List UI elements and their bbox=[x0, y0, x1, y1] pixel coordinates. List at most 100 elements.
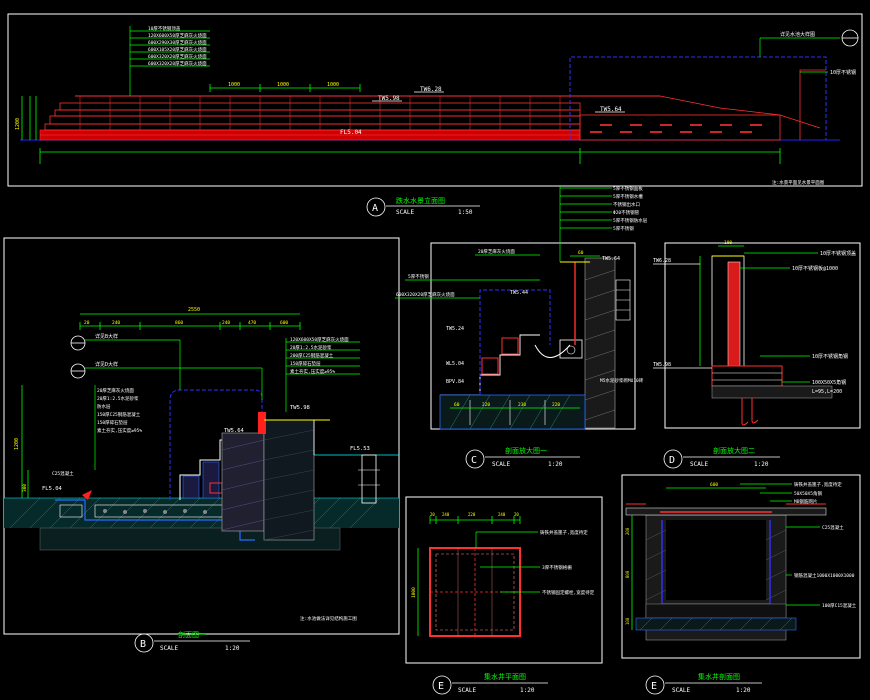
drawing-b-section: 2550 20 240 860 240 470 600 1200 300 详见B… bbox=[3, 237, 400, 653]
svg-text:1:50: 1:50 bbox=[458, 209, 473, 216]
drawing-d-bubble bbox=[663, 449, 683, 469]
b-callout-1: 详见B大样 bbox=[95, 333, 118, 340]
svg-text:150厚碎石垫层: 150厚碎石垫层 bbox=[97, 419, 128, 426]
a-dim-3: 1000 bbox=[327, 82, 339, 88]
drawing-a-bubble bbox=[366, 197, 386, 217]
svg-text:20厚1:2.5水泥砂浆: 20厚1:2.5水泥砂浆 bbox=[290, 344, 332, 351]
svg-text:20厚1:2.5水泥砂浆: 20厚1:2.5水泥砂浆 bbox=[97, 395, 139, 402]
brick-joints bbox=[79, 96, 561, 130]
wall-course-4 bbox=[54, 109, 581, 117]
b-level-3: FL5.53 bbox=[350, 446, 370, 452]
svg-text:1:20: 1:20 bbox=[736, 687, 751, 694]
sloped-coping bbox=[659, 95, 821, 129]
svg-text:1:20: 1:20 bbox=[548, 461, 563, 468]
c-level-3: TW5.24 bbox=[446, 326, 464, 332]
b-left-notes: 20厚芝麻灰火烧面 20厚1:2.5水泥砂浆 防水层 150厚C25钢筋混凝土 … bbox=[97, 387, 142, 434]
right-panel-edge bbox=[799, 69, 826, 140]
drawing-d-letter: D bbox=[669, 455, 675, 466]
c-left-note-2: 5厚不锈钢 bbox=[408, 273, 429, 280]
svg-text:L=95,L=200: L=95,L=200 bbox=[812, 389, 842, 395]
main-retaining-wall bbox=[221, 432, 265, 532]
svg-text:20: 20 bbox=[514, 512, 519, 517]
drawing-b-letter: B bbox=[140, 639, 146, 650]
a-dim-2: 1000 bbox=[277, 82, 289, 88]
svg-text:素土夯实,压实度≥95%: 素土夯实,压实度≥95% bbox=[97, 427, 142, 434]
wall-hatch bbox=[221, 439, 265, 531]
b-sub-dims: 20 240 860 240 470 600 bbox=[79, 320, 301, 330]
svg-text:SCALE: SCALE bbox=[690, 461, 708, 468]
drawing-a-letter: A bbox=[372, 203, 378, 214]
c-level-5: BPV.84 bbox=[446, 379, 464, 385]
svg-text:150厚C25钢筋混凝土: 150厚C25钢筋混凝土 bbox=[97, 411, 141, 418]
drawing-c-detail: 60 220 230 220 60 TW5.64 TW5.44 TW5.24 W… bbox=[395, 185, 648, 469]
svg-text:1000: 1000 bbox=[411, 587, 417, 598]
svg-text:SCALE: SCALE bbox=[458, 687, 476, 694]
e2-notes: 铸铁井盖篦子,宽度待定 50X50X5角钢 MB钢筋网片 C25混凝土 钢筋混凝… bbox=[740, 481, 857, 609]
b-top-dim: 2550 bbox=[188, 307, 200, 313]
drawing-d-detail: 100 TW6.28 TW5.98 10厚不锈钢顶盖 10厚不锈钢板@1000 … bbox=[653, 240, 861, 469]
drawing-b-bubble bbox=[134, 633, 154, 653]
drawing-e2-frame bbox=[621, 474, 861, 659]
rear-wall-block bbox=[263, 419, 315, 541]
svg-text:220: 220 bbox=[482, 402, 490, 408]
left-water-jet bbox=[82, 490, 92, 500]
drawing-b-title: 剖面图一 bbox=[178, 630, 206, 639]
svg-text:5厚不锈钢防水层: 5厚不锈钢防水层 bbox=[613, 217, 648, 224]
svg-text:200: 200 bbox=[625, 527, 630, 535]
right-wall-bricks bbox=[590, 124, 762, 133]
drawing-d-title: 剖面放大图二 bbox=[713, 446, 755, 455]
stainless-coping bbox=[258, 412, 266, 434]
svg-text:SCALE: SCALE bbox=[672, 687, 690, 694]
drawing-c-letter: C bbox=[471, 455, 477, 466]
svg-text:50X50X5角钢: 50X50X5角钢 bbox=[794, 490, 822, 497]
soil-base bbox=[4, 498, 399, 528]
e2-sump-cavity bbox=[666, 520, 766, 600]
svg-text:素土夯实,压实度≥95%: 素土夯实,压实度≥95% bbox=[290, 368, 335, 375]
drawing-e1-frame bbox=[405, 496, 603, 664]
c-top-notes: 5厚不锈钢面板 5厚不锈钢水槽 不锈钢出水口 Φ20不锈钢管 5厚不锈钢防水层 … bbox=[560, 185, 648, 232]
svg-text:不锈钢出水口: 不锈钢出水口 bbox=[613, 201, 640, 208]
svg-text:600X105X20厚芝麻灰火烧面: 600X105X20厚芝麻灰火烧面 bbox=[148, 46, 207, 53]
b-right-notes: 120X600X50厚芝麻灰火烧面 20厚1:2.5水泥砂浆 200厚C25钢筋… bbox=[286, 336, 360, 375]
e1-notes: 铸铁井盖篦子,宽度待定 3厚不锈钢格栅 不锈钢固定螺栓,宽度待定 bbox=[475, 529, 595, 596]
c-level-4: WL5.04 bbox=[446, 361, 464, 367]
svg-text:240: 240 bbox=[112, 320, 120, 326]
d-anchor-bolts bbox=[741, 398, 759, 426]
svg-text:220: 220 bbox=[552, 402, 560, 408]
a-level-2: TW6.28 bbox=[420, 86, 442, 93]
pier-column bbox=[361, 454, 377, 504]
a-detail-tag: 详见水池大样图 bbox=[780, 31, 815, 38]
a-right-note: 10厚不锈钢 bbox=[830, 69, 856, 76]
d-level-2: TW5.98 bbox=[653, 362, 671, 368]
c-level-2: TW5.44 bbox=[510, 290, 528, 296]
water-curtain-outline bbox=[169, 389, 263, 500]
svg-text:120X600X50厚芝麻灰火烧面: 120X600X50厚芝麻灰火烧面 bbox=[148, 32, 207, 39]
svg-text:MB钢筋网片: MB钢筋网片 bbox=[794, 498, 818, 505]
svg-text:1:20: 1:20 bbox=[754, 461, 769, 468]
svg-text:100: 100 bbox=[625, 617, 630, 625]
drawing-e1-bubble bbox=[432, 675, 452, 695]
drawing-b-frame bbox=[3, 237, 400, 635]
a-level-4: FL5.04 bbox=[340, 129, 362, 136]
d-level-1: TW6.28 bbox=[653, 258, 671, 264]
svg-text:10厚不锈钢角钢: 10厚不锈钢角钢 bbox=[812, 353, 848, 360]
svg-text:Φ20不锈钢管: Φ20不锈钢管 bbox=[613, 209, 640, 216]
svg-text:20厚芝麻灰火烧面: 20厚芝麻灰火烧面 bbox=[97, 387, 134, 394]
d-notes: 10厚不锈钢顶盖 10厚不锈钢板@1000 10厚不锈钢角钢 100X50X5角… bbox=[740, 250, 856, 395]
svg-text:1200: 1200 bbox=[15, 118, 21, 130]
right-wall-section bbox=[579, 114, 781, 141]
drawing-e1-title: 集水井平面图 bbox=[484, 672, 526, 681]
svg-text:240: 240 bbox=[498, 512, 506, 517]
svg-text:铸铁井盖篦子,宽度待定: 铸铁井盖篦子,宽度待定 bbox=[540, 529, 588, 536]
cascade-steps bbox=[179, 439, 240, 500]
drawing-e1-plan: 20 240 220 240 20 1000 铸铁井盖篦子,宽度待定 3厚不锈钢… bbox=[405, 496, 603, 695]
c-wall-block bbox=[584, 257, 616, 429]
svg-text:钢筋混凝土1000X1000X1000: 钢筋混凝土1000X1000X1000 bbox=[794, 572, 855, 579]
drawing-e2-title: 集水井剖面图 bbox=[698, 672, 740, 681]
svg-text:1200: 1200 bbox=[14, 438, 20, 450]
svg-text:20: 20 bbox=[430, 512, 435, 517]
b-grade-note: C25混凝土 bbox=[52, 470, 74, 477]
d-stainless-panel bbox=[728, 262, 740, 366]
svg-text:SCALE: SCALE bbox=[492, 461, 510, 468]
